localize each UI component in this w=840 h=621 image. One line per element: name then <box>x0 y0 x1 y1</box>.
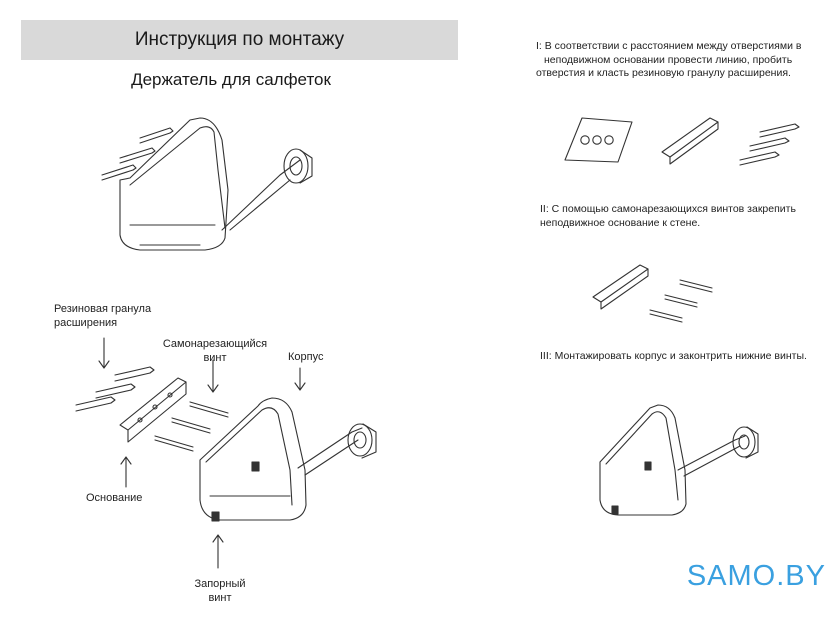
page-title: Инструкция по монтажу <box>134 29 345 50</box>
step3-illustration <box>599 404 759 516</box>
logo-text-main: SAMO <box>686 560 777 592</box>
step3-text: III: Монтажировать корпус и законтрить н… <box>540 350 807 362</box>
step2-line2: неподвижное основание к стене. <box>540 216 701 229</box>
step1-line2: неподвижном основании провести линию, пр… <box>544 53 793 66</box>
header-bar <box>21 20 458 60</box>
label-screw: Самонарезающийся винт <box>160 337 270 365</box>
step1-text: I: В соответствии с расстоянием между от… <box>536 40 826 81</box>
label-screw-line1: Самонарезающийся <box>162 338 268 350</box>
page-subtitle: Держатель для салфеток <box>131 70 331 89</box>
step1-line3: отверстия и класть резиновую гранулу рас… <box>536 67 791 79</box>
label-anchor-line1: Резиновая гранула <box>54 303 152 315</box>
label-lock-screw: Запорный винт <box>180 577 260 605</box>
label-lock-line2: винт <box>208 592 232 604</box>
samo-by-logo: SAMO.BY <box>687 560 826 593</box>
label-anchor-line2: расширения <box>54 317 118 329</box>
holder-assembled-illustration <box>101 117 313 251</box>
label-anchor: Резиновая гранула расширения <box>54 302 151 330</box>
step2-text: II: С помощью самонарезающихся винтов за… <box>540 203 820 230</box>
label-body: Корпус <box>288 351 324 363</box>
step2-illustration <box>592 264 713 323</box>
label-base: Основание <box>86 492 143 504</box>
step1-line1: I: В соответствии с расстоянием между от… <box>536 40 802 52</box>
logo-text-domain: .BY <box>776 560 826 592</box>
step2-line1: II: С помощью самонарезающихся винтов за… <box>540 203 796 215</box>
step1-illustration <box>564 117 800 166</box>
exploded-view-illustration <box>75 337 377 569</box>
label-screw-line2: винт <box>203 352 227 364</box>
label-lock-line1: Запорный <box>194 578 246 590</box>
